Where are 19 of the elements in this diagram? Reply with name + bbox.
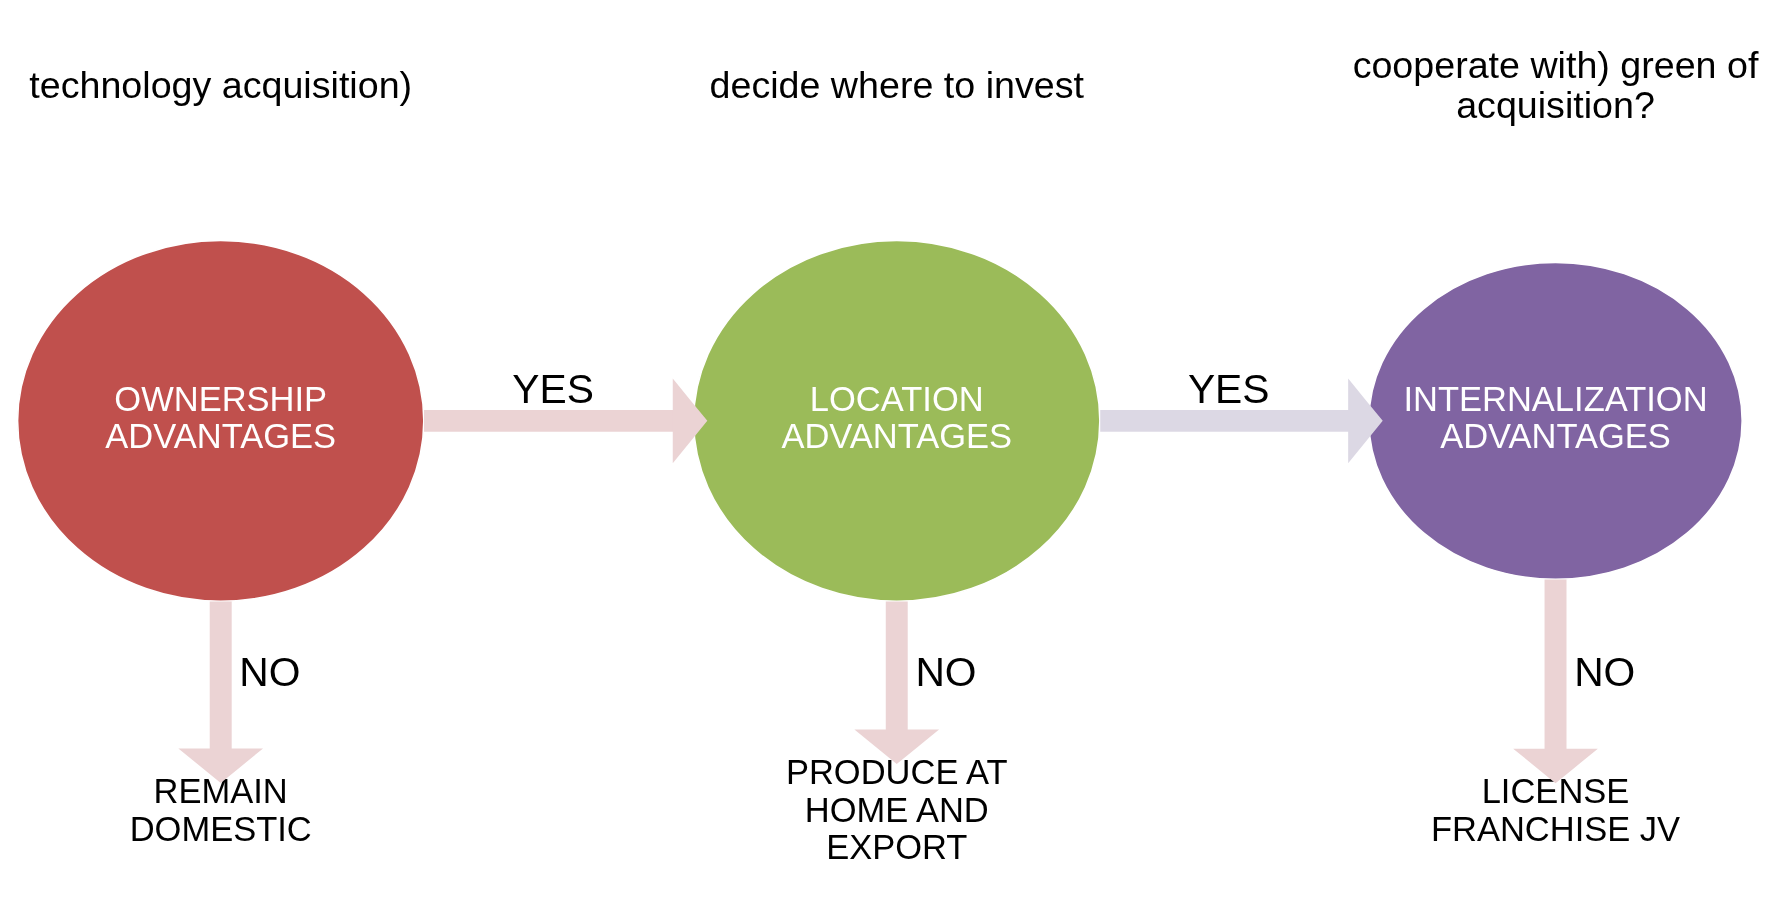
node-text: REMAIN DOMESTIC <box>129 771 312 848</box>
edge-label: NO <box>915 648 977 695</box>
label: technology acquisition) <box>29 64 413 107</box>
edge-label: NO <box>1574 648 1636 695</box>
edge-label: YES <box>512 366 594 413</box>
label: decide where to invest <box>709 64 1084 107</box>
arrow <box>424 378 708 464</box>
label: cooperate with) green of acquisition? <box>1352 43 1759 127</box>
node-ellipse: INTERNALIZATION ADVANTAGES <box>1368 261 1743 581</box>
arrow <box>178 601 264 784</box>
edge-label: YES <box>1187 366 1270 413</box>
node-text: LICENSE FRANCHISE JV <box>1430 771 1681 848</box>
node-ellipse: OWNERSHIP ADVANTAGES <box>16 239 425 603</box>
arrow <box>854 601 940 764</box>
arrow <box>1100 378 1383 464</box>
edge-label: NO <box>239 648 301 695</box>
node-text: PRODUCE AT HOME AND EXPORT <box>785 753 1008 867</box>
arrow <box>1513 579 1598 784</box>
node-ellipse: LOCATION ADVANTAGES <box>692 239 1101 603</box>
